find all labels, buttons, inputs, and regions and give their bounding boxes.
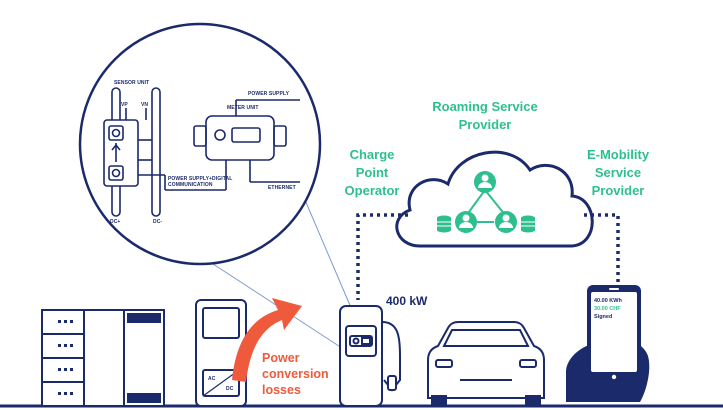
cloud-icon [395,150,594,248]
cpo-link [356,213,408,300]
database-icon [437,215,451,233]
magnifier-circle [78,22,322,266]
ethernet-label: ETHERNET [268,185,296,191]
dc-minus-label: DC- [153,219,163,225]
ac-label: AC [208,376,216,382]
smartphone-icon [587,285,641,381]
zoom-line-top [304,199,353,311]
phone-kwh: 40.00 KWh [594,298,622,304]
charger-icon [339,305,401,407]
meter-unit [165,99,300,191]
vn-label: VN [141,102,149,108]
power-supply-label: POWER SUPPLY [248,91,290,97]
meter-unit-label: METER UNIT [227,105,259,111]
car-icon [427,321,545,407]
database-icon [521,215,535,233]
sensor-unit-label: SENSOR UNIT [114,80,150,86]
vp-label: VP [121,102,128,108]
phone-chf: 30.00 CHF [594,306,621,312]
power-rating: 400 kW [386,294,428,308]
dc-label: DC [226,386,234,392]
user-network-icon [455,171,517,233]
sensor-unit [103,87,166,217]
phone-signed: Signed [594,314,613,320]
battery-cells [58,320,73,395]
dc-plus-label: DC+ [110,219,121,225]
battery-rack-icon [41,309,165,407]
arrow-icon [232,298,302,382]
